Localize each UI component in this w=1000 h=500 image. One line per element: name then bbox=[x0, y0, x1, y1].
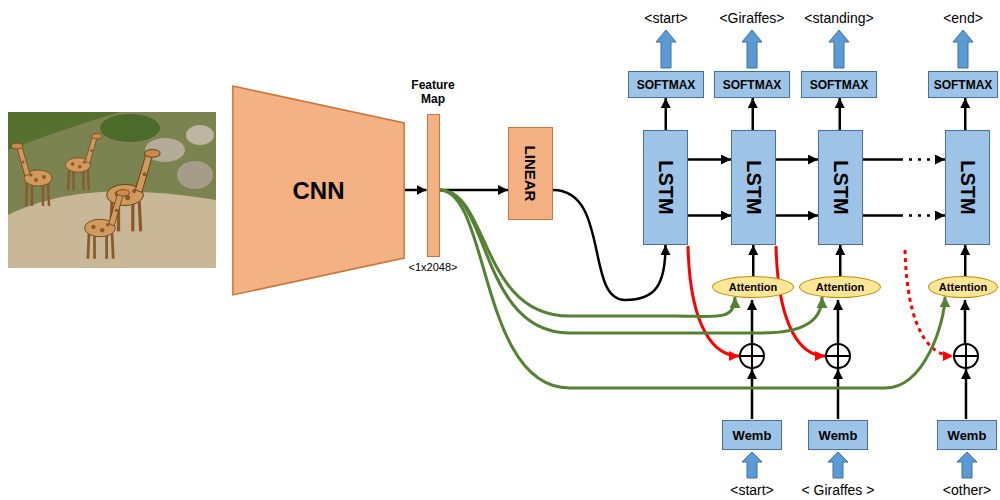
connector bbox=[688, 158, 731, 161]
arrow bbox=[751, 300, 754, 343]
token-label: <start> bbox=[730, 482, 774, 498]
embedding-box: Wemb bbox=[722, 420, 782, 450]
embedding-box: Wemb bbox=[808, 420, 868, 450]
label-holder: <standing> bbox=[739, 9, 939, 27]
lstm-cell: LSTM bbox=[643, 130, 688, 245]
token-label: <Giraffes> bbox=[719, 10, 784, 26]
arrow bbox=[837, 369, 840, 419]
connector bbox=[839, 98, 842, 130]
block-label: SOFTMAX bbox=[934, 78, 993, 92]
token-label: <standing> bbox=[804, 10, 873, 26]
block-label: LINEAR bbox=[522, 146, 539, 202]
connector bbox=[752, 98, 755, 130]
block-label: LSTM bbox=[829, 160, 852, 214]
block-label: SOFTMAX bbox=[723, 78, 782, 92]
block-label: LSTM bbox=[742, 160, 765, 214]
sum-circle bbox=[826, 344, 850, 368]
embedding-box: Wemb bbox=[937, 420, 997, 450]
arrow bbox=[964, 300, 967, 343]
sum-circle bbox=[740, 344, 764, 368]
softmax-box: SOFTMAX bbox=[714, 71, 790, 98]
arrow bbox=[965, 369, 968, 419]
block-label: LSTM bbox=[956, 160, 979, 214]
connector bbox=[863, 214, 945, 217]
block-label: Attention bbox=[729, 281, 777, 293]
token-label: <start> bbox=[644, 10, 688, 26]
output-arrow bbox=[829, 30, 849, 68]
output-arrow bbox=[953, 30, 973, 68]
block-label: Attention bbox=[816, 281, 864, 293]
sum-cross bbox=[751, 344, 753, 368]
attention-oval: Attention bbox=[928, 276, 998, 298]
connector bbox=[405, 189, 427, 192]
dimension-label: <1x2048> bbox=[409, 261, 458, 274]
block-label: LSTM bbox=[654, 160, 677, 214]
connector bbox=[776, 214, 818, 217]
arrow bbox=[751, 369, 754, 419]
photo-rock bbox=[186, 125, 214, 145]
block-label: SOFTMAX bbox=[810, 78, 869, 92]
cnn-outline bbox=[233, 86, 404, 295]
giraffe-photo bbox=[8, 112, 216, 268]
block-label: Attention bbox=[939, 281, 987, 293]
sum-cross bbox=[965, 344, 967, 368]
connector bbox=[839, 245, 842, 276]
lstm-cell: LSTM bbox=[731, 130, 776, 245]
block-label: CNN bbox=[293, 177, 345, 205]
attention-oval: Attention bbox=[712, 276, 794, 298]
giraffe bbox=[65, 134, 102, 191]
attention-oval: Attention bbox=[799, 276, 881, 298]
block-label: SOFTMAX bbox=[637, 78, 696, 92]
sum-circle bbox=[954, 344, 978, 368]
lstm-cell: LSTM bbox=[818, 130, 863, 245]
photo-bush bbox=[100, 114, 160, 142]
feature-map-bar bbox=[427, 114, 440, 257]
arrow bbox=[837, 300, 840, 343]
photo-rock bbox=[177, 161, 213, 189]
feature-map: Feature Map <1x2048> bbox=[398, 78, 468, 280]
red-arrow bbox=[688, 246, 739, 356]
connector bbox=[665, 98, 668, 130]
token-label: <end> bbox=[943, 10, 983, 26]
connector bbox=[964, 98, 967, 130]
photo-ground bbox=[8, 112, 216, 268]
input-arrow bbox=[828, 452, 848, 478]
cnn-block: CNN bbox=[232, 85, 405, 296]
connector bbox=[863, 158, 945, 161]
connector bbox=[752, 245, 755, 276]
giraffe bbox=[11, 143, 52, 206]
softmax-box: SOFTMAX bbox=[628, 71, 704, 98]
block-label: Wemb bbox=[733, 428, 772, 443]
feature-map-title: Feature Map bbox=[398, 78, 468, 106]
red-arrow bbox=[776, 246, 825, 356]
connector bbox=[688, 214, 731, 217]
output-arrow bbox=[742, 30, 762, 68]
connector bbox=[440, 190, 736, 317]
softmax-box: SOFTMAX bbox=[928, 71, 998, 98]
connector bbox=[776, 158, 818, 161]
token-label: < Giraffes > bbox=[802, 482, 875, 498]
sum-symbols bbox=[740, 344, 978, 368]
softmax-box: SOFTMAX bbox=[801, 71, 877, 98]
connector bbox=[964, 245, 967, 276]
label-holder: < Giraffes > bbox=[738, 481, 938, 499]
wemb-to-sum-arrows bbox=[752, 300, 966, 419]
output-arrow bbox=[656, 30, 676, 68]
block-label: Wemb bbox=[819, 428, 858, 443]
label-holder: <end> bbox=[863, 9, 1000, 27]
input-arrow bbox=[957, 452, 977, 478]
block-label: Wemb bbox=[948, 428, 987, 443]
giraffe bbox=[85, 190, 130, 259]
lstm-cell: LSTM bbox=[945, 130, 990, 245]
token-label: <other> bbox=[943, 482, 991, 498]
linear-layer: LINEAR bbox=[508, 127, 553, 220]
label-holder: <other> bbox=[867, 481, 1000, 499]
input-arrow bbox=[742, 452, 762, 478]
sum-cross bbox=[837, 344, 839, 368]
